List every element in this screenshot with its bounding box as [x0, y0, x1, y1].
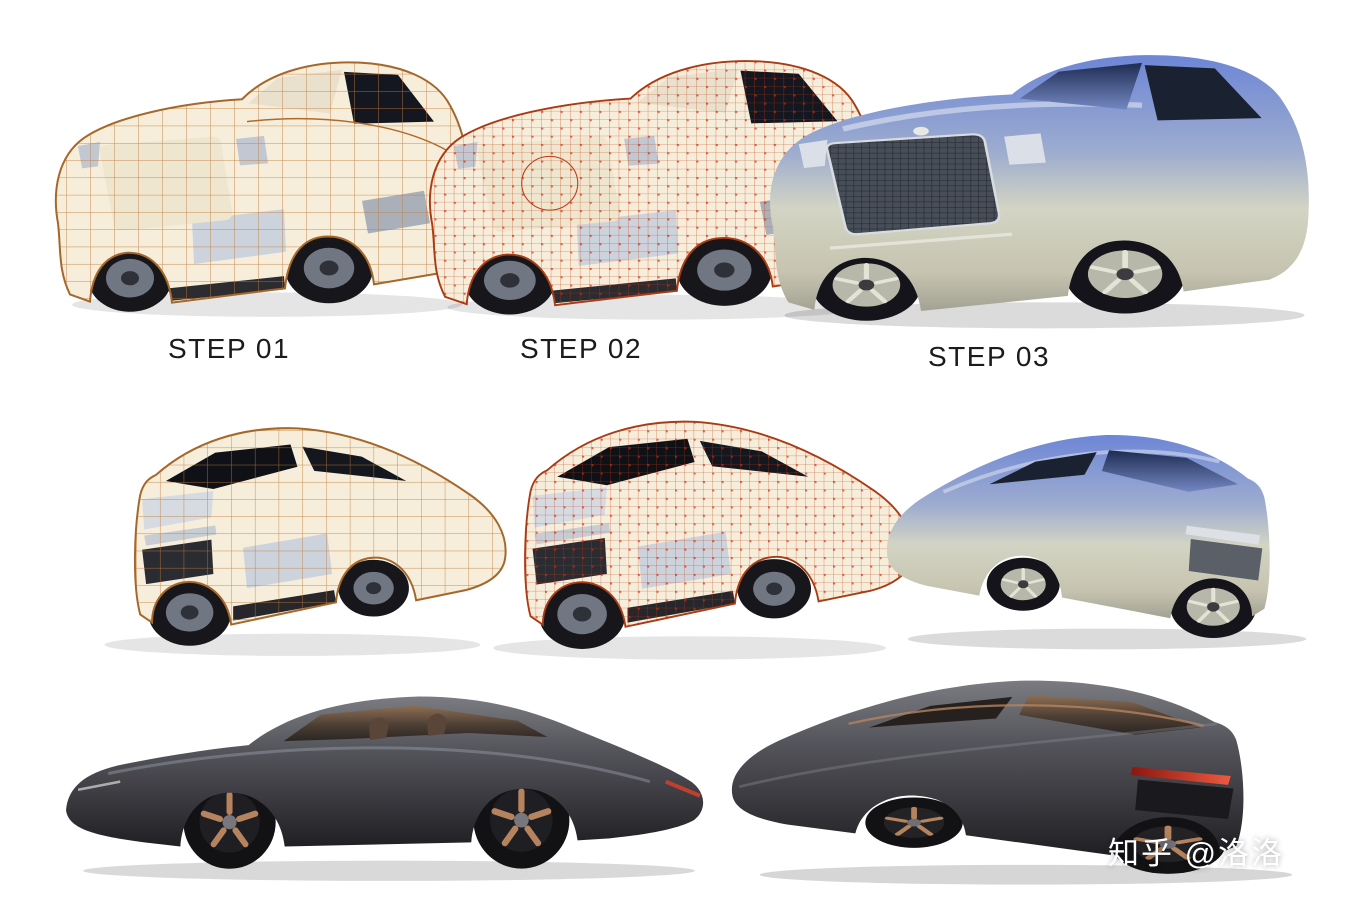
- mirrored-rear-view: [886, 435, 1307, 650]
- step-label-02: STEP 02: [520, 333, 643, 364]
- step3-rear-car-image: [886, 435, 1307, 650]
- interior-seat: [368, 717, 390, 741]
- final-rear-car-image: [731, 680, 1293, 885]
- shoulder-highlight: [107, 746, 651, 784]
- figure-step1-front: [42, 22, 492, 327]
- final-side-car-image: [66, 696, 704, 881]
- figure-step3-front: [752, 12, 1337, 337]
- ground-shadow: [104, 633, 481, 656]
- step-label-01: STEP 01: [168, 333, 291, 364]
- ground-shadow: [83, 860, 695, 881]
- headlamp-left: [798, 139, 828, 168]
- figure-final-side: [48, 660, 720, 888]
- figure-step2-rear: [452, 388, 927, 668]
- step1-rear-car-image: [104, 427, 507, 656]
- ground-shadow: [72, 292, 462, 317]
- shoulder-highlight: [738, 722, 1218, 788]
- step2-rear-car-image: [493, 420, 913, 660]
- figure-final-rear: [712, 652, 1340, 890]
- headlamp-right: [1004, 133, 1046, 165]
- ground-shadow: [907, 628, 1307, 650]
- watermark: 知乎 @洛洛: [1108, 836, 1285, 871]
- grille-mesh: [826, 134, 1000, 235]
- step2-front-car-image: [428, 60, 878, 320]
- mirrored-rear-view: [731, 680, 1293, 885]
- interior-seat: [427, 713, 448, 736]
- ground-shadow: [447, 294, 868, 320]
- figure-step2-front: [415, 20, 900, 330]
- step1-front-car-image: [54, 61, 472, 317]
- ground-shadow: [784, 302, 1305, 329]
- step-label-03: STEP 03: [928, 341, 1051, 372]
- figure-step1-rear: [65, 396, 520, 664]
- taillight-strip: [665, 779, 701, 798]
- bumper-chrome-strip: [829, 232, 1013, 250]
- figure-step3-rear: [872, 405, 1342, 655]
- step3-front-car-image: [770, 55, 1309, 329]
- headlight-strip: [77, 780, 121, 791]
- copper-roof-trim: [847, 704, 1205, 727]
- hood-badge: [913, 126, 929, 136]
